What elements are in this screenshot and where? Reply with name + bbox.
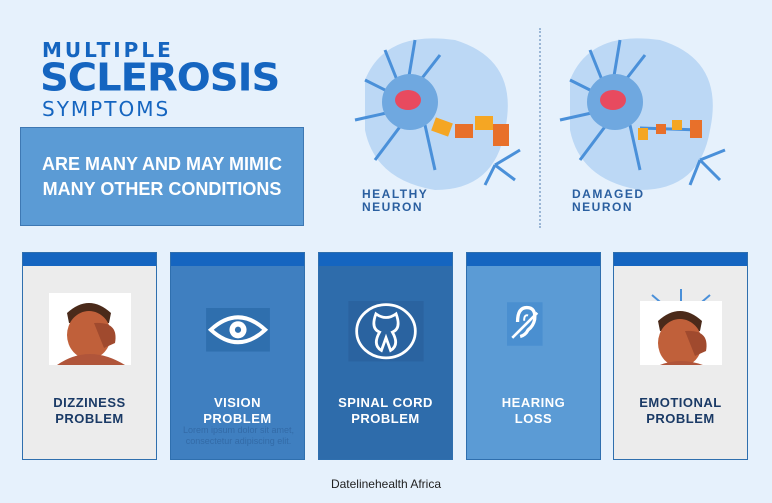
divider <box>539 28 541 228</box>
ghost-text: Lorem ipsum dolor sit amet, consectetur … <box>182 425 295 446</box>
damaged-neuron-icon <box>559 38 726 190</box>
healthy-neuron-icon <box>354 38 521 190</box>
title-sclerosis: SCLEROSIS <box>40 56 280 100</box>
subtitle-box: ARE MANY AND MAY MIMIC MANY OTHER CONDITI… <box>20 127 304 226</box>
dizzy-face-icon <box>49 293 131 365</box>
title-multiple: MULTIPLE <box>42 38 174 62</box>
spinal-cord-icon <box>348 301 424 362</box>
footer-credit: Datelinehealth Africa <box>330 477 442 491</box>
subtitle-line2: MANY OTHER CONDITIONS <box>42 178 282 199</box>
subtitle-line1: ARE MANY AND MAY MIMIC <box>41 154 283 175</box>
eye-icon <box>206 308 270 352</box>
title-symptoms: SYMPTOMS <box>42 97 171 121</box>
hearing-loss-icon <box>507 302 543 346</box>
stressed-face-icon <box>640 289 722 365</box>
